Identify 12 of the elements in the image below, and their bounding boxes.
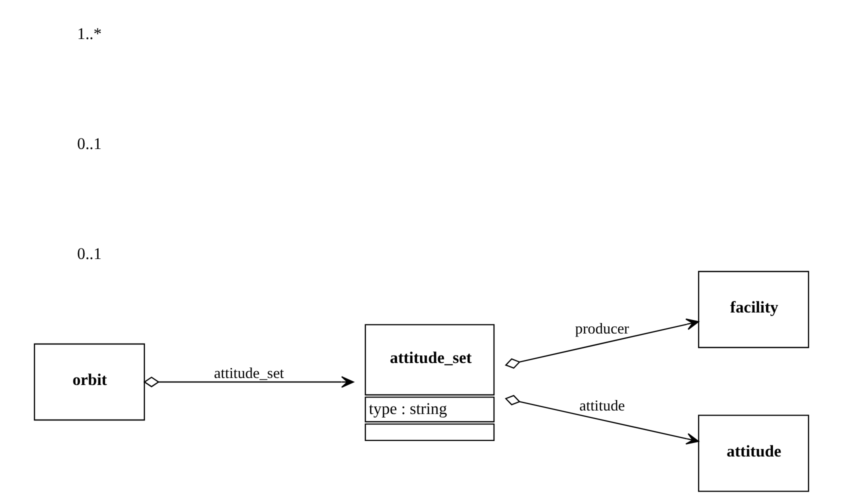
arrow: [142, 376, 354, 388]
node-box: attitude: [698, 414, 809, 492]
label: 0..1: [76, 243, 102, 262]
arrow: [504, 318, 699, 368]
edge-label: producer: [574, 320, 629, 337]
edge-label: attitude: [578, 397, 624, 414]
edge-label: attitude_set: [214, 364, 284, 382]
node-box: orbit: [33, 342, 144, 420]
label: 0..1: [76, 133, 102, 152]
arrow: [504, 394, 699, 444]
node-box: facility: [698, 270, 809, 348]
label: 1..*: [76, 24, 102, 43]
